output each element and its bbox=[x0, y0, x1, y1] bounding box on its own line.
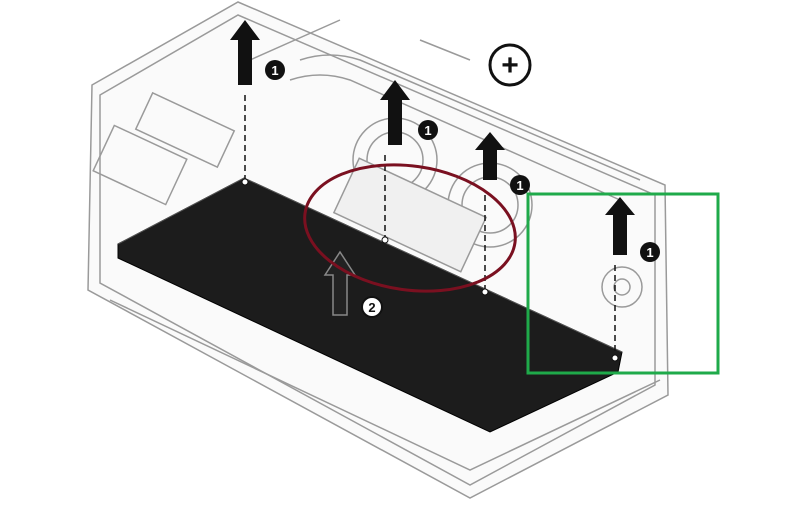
screws bbox=[241, 178, 619, 362]
callout-1: 1 bbox=[510, 175, 530, 195]
callout-2: 2 bbox=[361, 296, 383, 318]
lift-arrows bbox=[230, 20, 635, 255]
highlight-box bbox=[526, 192, 720, 375]
up-arrow-icon bbox=[323, 250, 357, 316]
plus-symbol: + bbox=[488, 43, 532, 87]
callout-label: 1 bbox=[646, 245, 653, 260]
up-arrow-icon bbox=[380, 80, 410, 145]
up-arrow-icon bbox=[605, 197, 635, 255]
callout-1: 1 bbox=[640, 242, 660, 262]
highlight-ellipse bbox=[303, 163, 517, 293]
callout-1: 1 bbox=[265, 60, 285, 80]
callout-label: 1 bbox=[271, 63, 278, 78]
up-arrow-icon bbox=[230, 20, 260, 85]
callout-label: 2 bbox=[368, 300, 375, 315]
up-arrow-icon bbox=[475, 132, 505, 180]
callout-1: 1 bbox=[418, 120, 438, 140]
screw-guides bbox=[244, 95, 616, 358]
callout-label: 1 bbox=[516, 178, 523, 193]
plus-label: + bbox=[501, 49, 519, 82]
callout-label: 1 bbox=[424, 123, 431, 138]
